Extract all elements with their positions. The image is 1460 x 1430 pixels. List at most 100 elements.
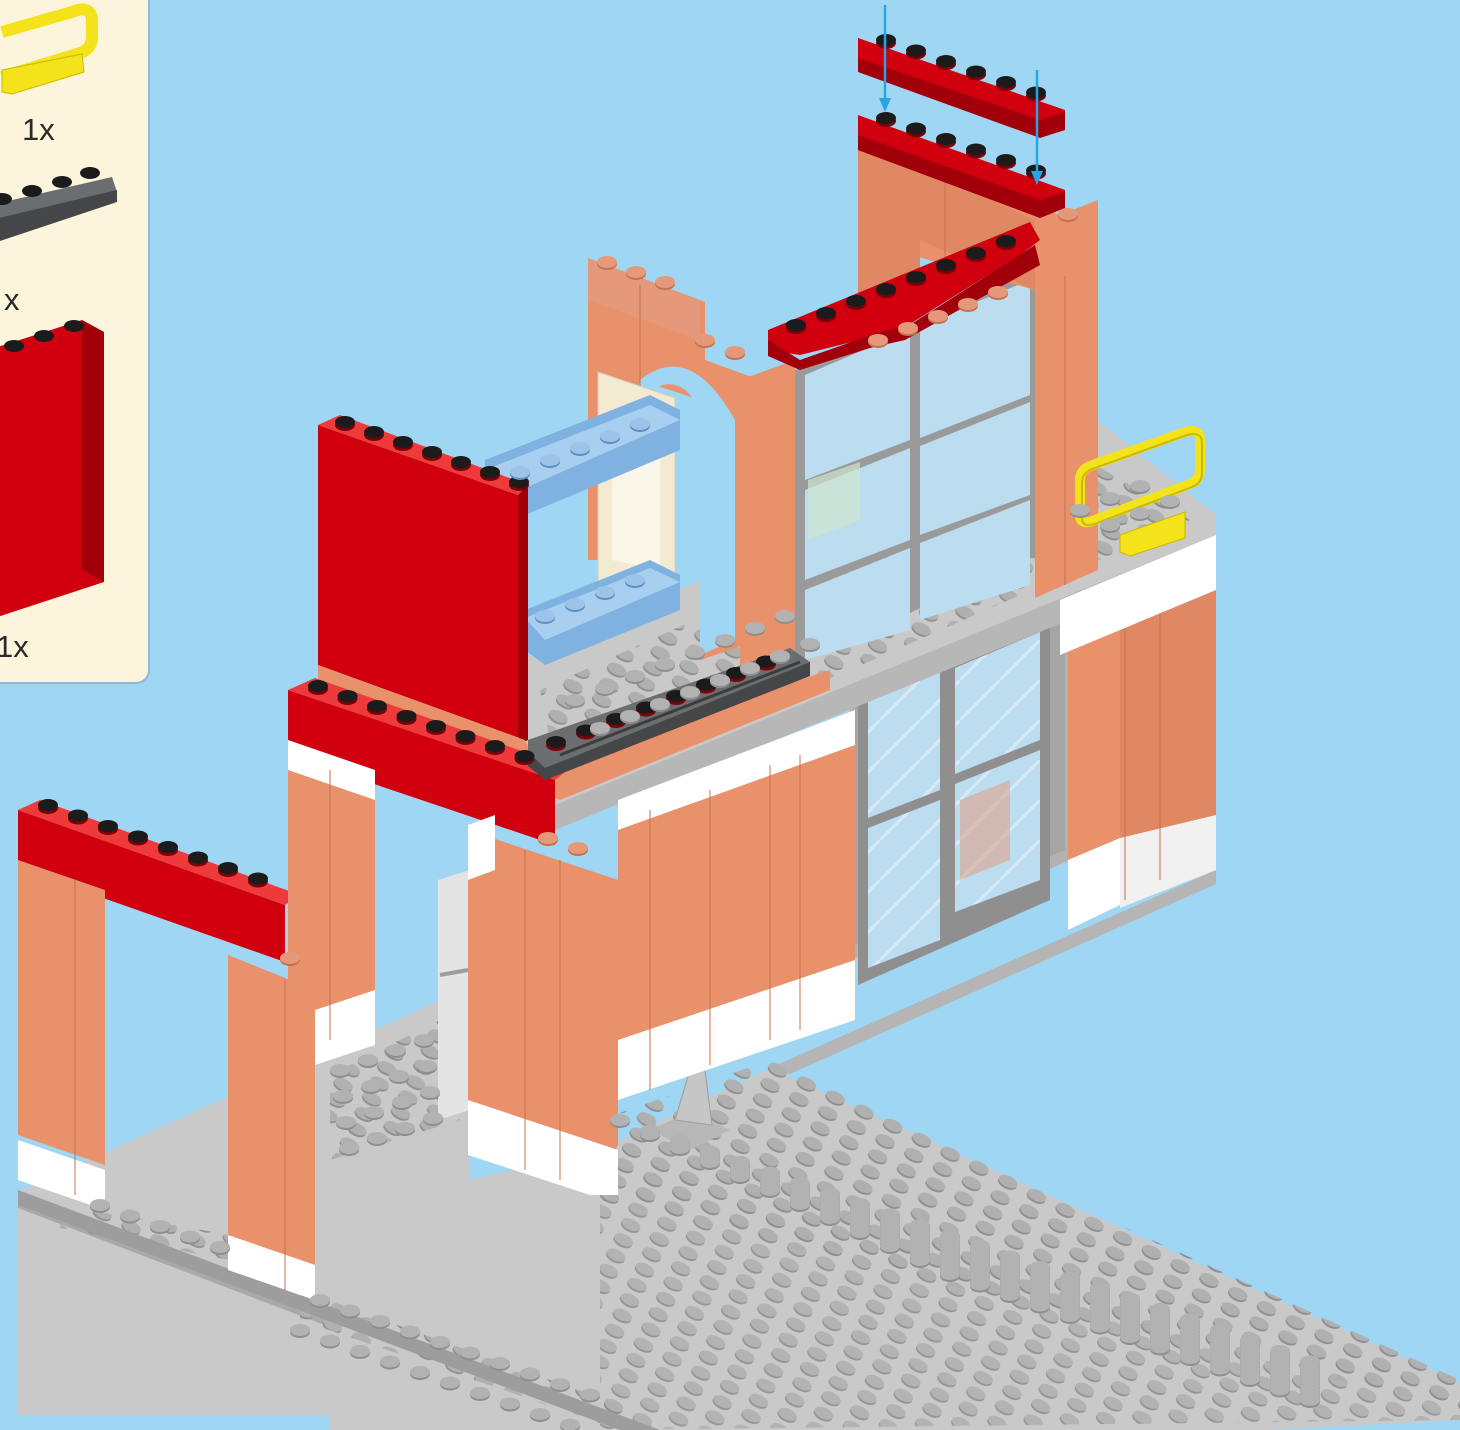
stud	[595, 682, 615, 696]
stud	[725, 346, 745, 360]
stud	[1150, 1342, 1170, 1356]
stud	[790, 1198, 810, 1212]
stud	[597, 256, 617, 270]
stud	[876, 112, 896, 127]
stud	[1270, 1384, 1290, 1398]
stud	[308, 680, 328, 695]
stud	[1060, 1310, 1080, 1324]
yellow-handle-icon	[2, 10, 92, 94]
stud	[1120, 1331, 1140, 1345]
stud	[515, 750, 535, 765]
stud	[188, 852, 208, 867]
stud	[570, 442, 590, 456]
stud	[820, 1212, 840, 1226]
stud	[775, 610, 795, 624]
stud	[485, 740, 505, 755]
stud	[338, 690, 358, 705]
stud	[180, 1231, 200, 1245]
stud	[367, 700, 387, 715]
stud	[422, 446, 442, 461]
stud	[280, 952, 300, 966]
stud	[98, 820, 118, 835]
parts-icons	[0, 0, 150, 684]
stud	[430, 1336, 450, 1350]
stud	[350, 1345, 370, 1359]
stud	[565, 694, 585, 708]
stud	[395, 1122, 415, 1136]
stud	[1090, 1321, 1110, 1335]
stud	[876, 283, 896, 298]
stud	[290, 1324, 310, 1338]
stud	[364, 426, 384, 441]
stud	[1058, 208, 1078, 222]
stud	[685, 646, 705, 660]
stud	[364, 1106, 384, 1120]
stud	[393, 436, 413, 451]
stud	[988, 286, 1008, 300]
stud	[335, 416, 355, 431]
stud	[1210, 1363, 1230, 1377]
stud	[595, 586, 615, 600]
stud	[560, 1419, 580, 1430]
stud	[970, 1279, 990, 1293]
stud	[966, 144, 986, 159]
stud	[710, 674, 730, 688]
qty-yellow-handle: 1x	[22, 112, 55, 148]
stud	[898, 322, 918, 336]
stud	[1180, 1352, 1200, 1366]
stud	[966, 247, 986, 262]
stud	[670, 1142, 690, 1156]
stud	[339, 1142, 359, 1156]
stud	[906, 123, 926, 138]
stud	[68, 810, 88, 825]
stud	[800, 638, 820, 652]
stud	[906, 45, 926, 60]
stud	[397, 710, 417, 725]
stud	[367, 1132, 387, 1146]
stud	[538, 832, 558, 846]
stud	[1300, 1394, 1320, 1408]
stud	[128, 831, 148, 846]
stud	[700, 1156, 720, 1170]
stud	[936, 133, 956, 148]
stud	[625, 574, 645, 588]
stud	[715, 634, 735, 648]
stud	[420, 1086, 440, 1100]
stud	[940, 1268, 960, 1282]
stud	[1030, 1300, 1050, 1314]
stud	[540, 454, 560, 468]
stud	[568, 842, 588, 856]
stud	[580, 1389, 600, 1403]
stud	[680, 686, 700, 700]
stud	[361, 1080, 381, 1094]
stud	[336, 1116, 356, 1130]
stud	[456, 730, 476, 745]
stud	[451, 456, 471, 471]
stud	[740, 662, 760, 676]
stud	[695, 334, 715, 348]
stud	[510, 466, 530, 480]
stud	[880, 1240, 900, 1254]
stud	[655, 276, 675, 290]
stud	[330, 1064, 350, 1078]
qty-gray-rail-plate: x	[4, 282, 20, 318]
stud	[650, 698, 670, 712]
stud	[760, 1184, 780, 1198]
stud	[1100, 492, 1120, 506]
parts-list-panel: 1x x 1x	[0, 0, 150, 684]
stud	[389, 1070, 409, 1084]
stud	[490, 1357, 510, 1371]
stud	[966, 66, 986, 81]
stud	[400, 1326, 420, 1340]
stud	[426, 720, 446, 735]
stud	[90, 1199, 110, 1213]
stud	[1160, 495, 1180, 509]
stud	[358, 1054, 378, 1068]
stud	[906, 271, 926, 286]
stud	[655, 658, 675, 672]
stud	[370, 1315, 390, 1329]
stud	[550, 1378, 570, 1392]
stud	[928, 310, 948, 324]
qty-red-wall-panel: 1x	[0, 629, 29, 665]
stud	[423, 1112, 443, 1126]
